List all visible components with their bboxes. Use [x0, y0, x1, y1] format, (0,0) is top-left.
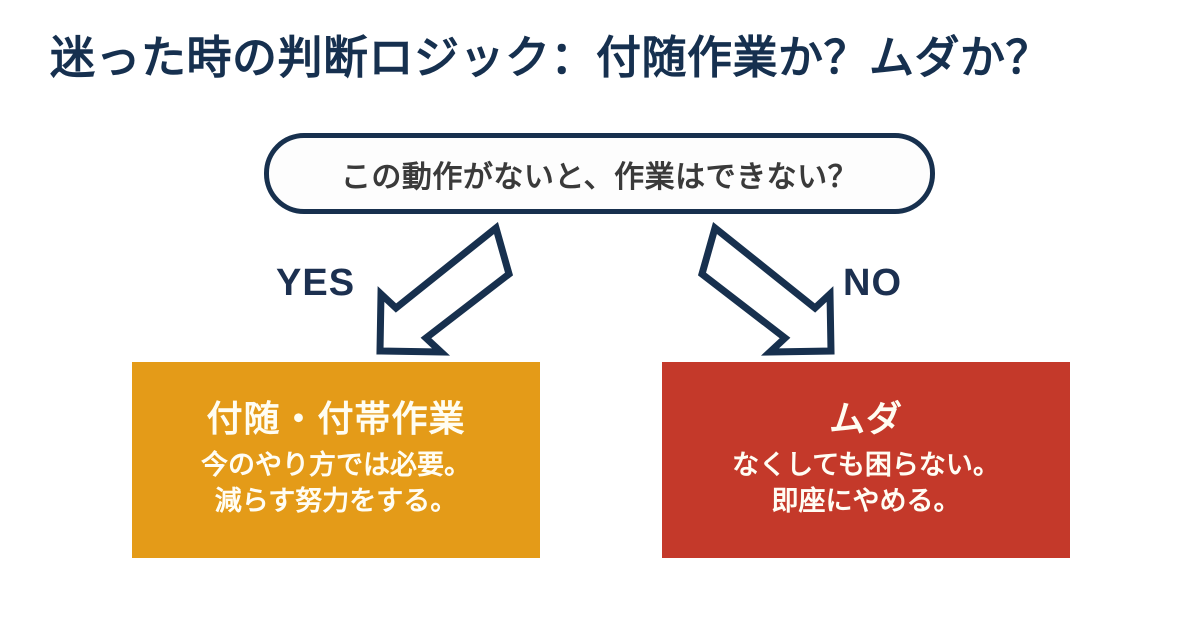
- outcome-body-line-1: 今のやり方では必要。: [201, 449, 471, 480]
- outcome-body-waste: なくしても困らない。 即座にやめる。: [732, 448, 1000, 519]
- outcome-body-essential: 今のやり方では必要。 減らす努力をする。: [201, 448, 471, 519]
- arrow-down-right-icon: [698, 222, 835, 356]
- arrow-down-left-icon: [376, 222, 513, 356]
- outcome-body-line-1: なくしても困らない。: [732, 449, 1000, 480]
- decision-question-text: この動作がないと、作業はできない？: [340, 160, 859, 194]
- page-title: 迷った時の判断ロジック：付随作業か？ムダか？: [50, 32, 1052, 83]
- outcome-title-essential: 付随・付帯作業: [206, 397, 466, 439]
- outcome-box-essential: 付随・付帯作業 今のやり方では必要。 減らす努力をする。: [132, 362, 540, 558]
- outcome-title-waste: ムダ: [828, 397, 903, 439]
- branch-label-no: NO: [843, 262, 902, 304]
- outcome-box-waste: ムダ なくしても困らない。 即座にやめる。: [662, 362, 1070, 558]
- branch-label-yes: YES: [276, 262, 356, 304]
- outcome-body-line-2: 減らす努力をする。: [214, 485, 458, 516]
- outcome-body-line-2: 即座にやめる。: [771, 485, 961, 516]
- decision-question-box: この動作がないと、作業はできない？: [264, 133, 935, 214]
